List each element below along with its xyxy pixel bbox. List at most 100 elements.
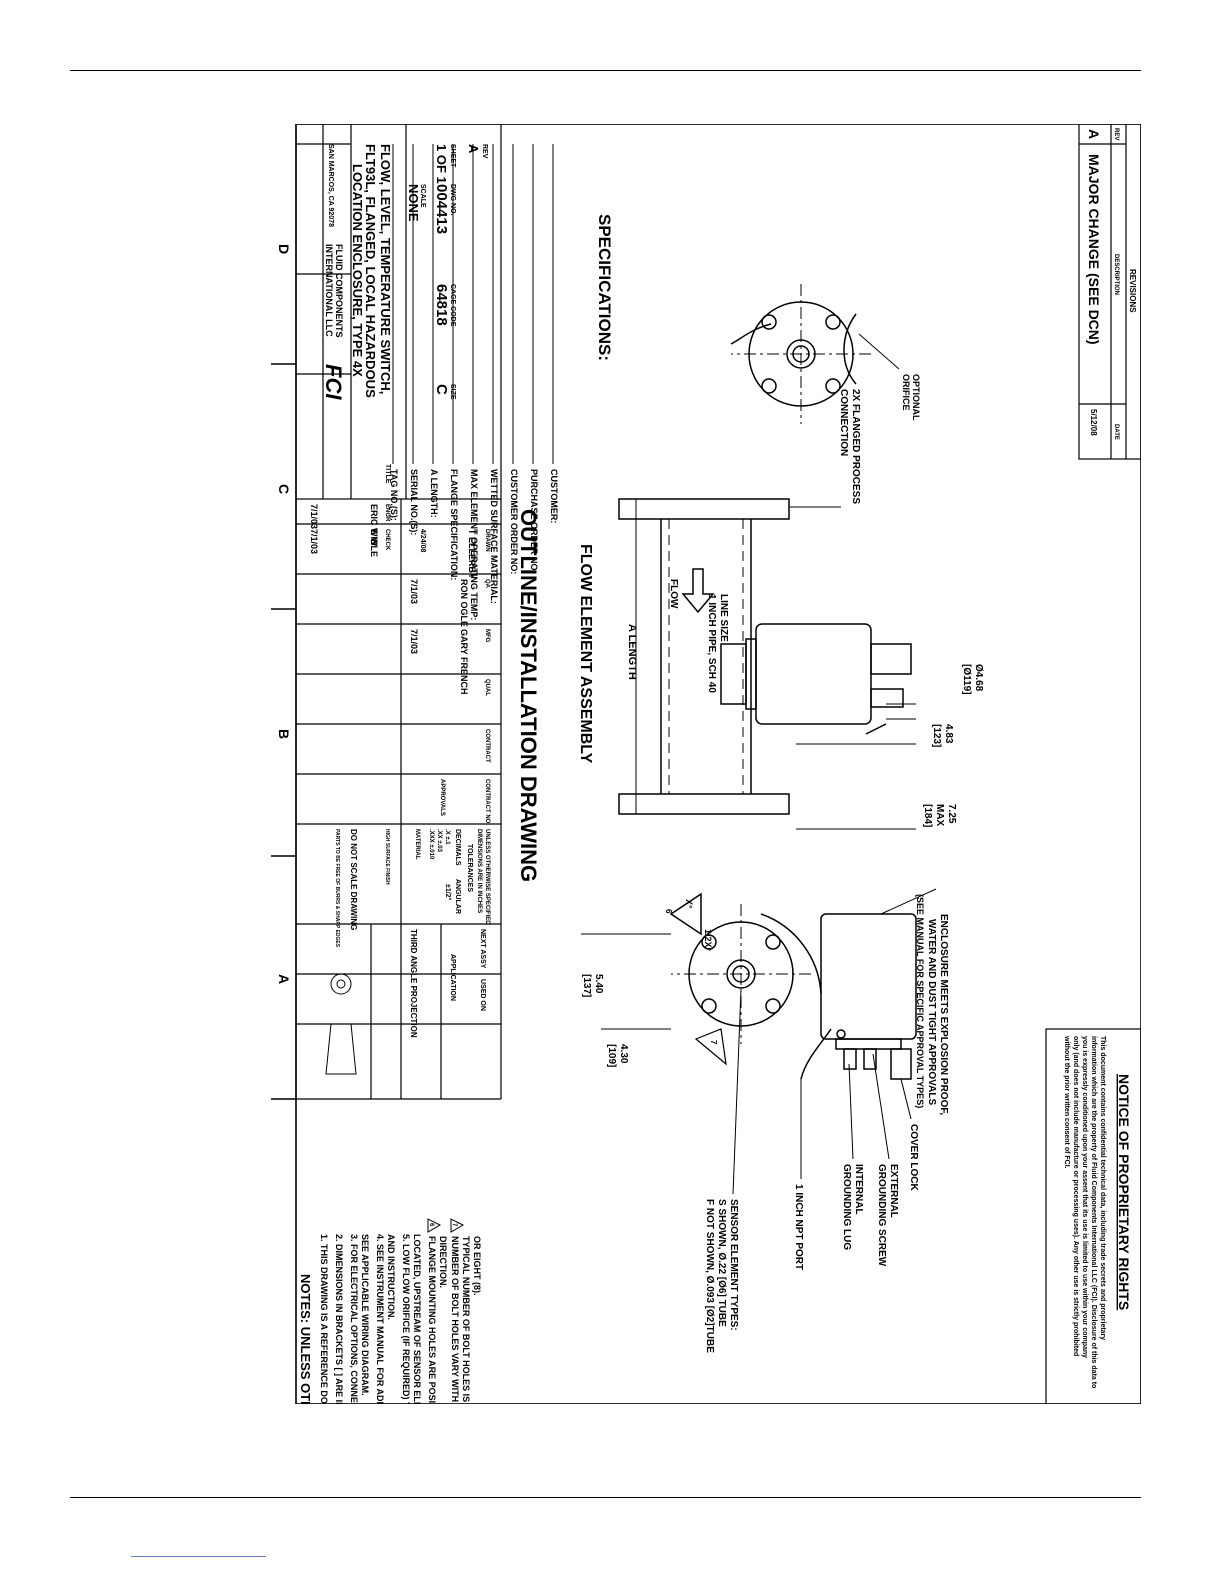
spec-max-temp: MAX ELEMENT OPERATING TEMP: (469, 469, 479, 620)
tb-material: MATERIAL (414, 829, 420, 860)
zone-letter-d-bottom: D (276, 244, 292, 254)
note-1: 1. THIS DRAWING IS A REFERENCE DOCUMENT … (319, 1234, 329, 1404)
optional-orifice-leader (858, 333, 900, 370)
line-size-2: 1 INCH PIPE, SCH 40 (706, 594, 717, 693)
tb-qa: QA (484, 579, 490, 589)
spec-customer-order: CUSTOMER ORDER NO: (509, 469, 519, 574)
zone-letter-b-bottom: B (276, 729, 292, 739)
dim-483-1: 4.83 (943, 724, 954, 744)
note-7c: OR EIGHT (8). (472, 1236, 482, 1296)
enclosure-label-2: WATER AND DUST TIGHT APPROVALS (926, 919, 937, 1105)
footer-link-underline (131, 1556, 266, 1557)
tb-city: SAN MARCOS, CA 92078 (327, 144, 334, 227)
dim-725-1: 7.25 (946, 804, 957, 824)
angle-half-label: 1/2X° (703, 929, 713, 952)
tb-check-date: 7/1/03 (309, 529, 319, 554)
tb-do-not-scale: DO NOT SCALE DRAWING (349, 829, 358, 930)
tb-tolerance-3: TOLERANCES (466, 844, 473, 892)
flange-end-view-top (730, 284, 871, 424)
tb-tolerance-1: UNLESS OTHERWISE SPECIFIED (484, 829, 490, 925)
drawing-svg: D C B A D C B A REVISIONS REV DESCRIPTIO… (271, 124, 1141, 1404)
tb-ron: RON OGLE (459, 579, 469, 627)
tri-6-label: 6 (664, 909, 673, 914)
dim-725-3: [184] (922, 804, 933, 827)
tb-gary-date: 7/1/03 (409, 629, 419, 654)
tb-title-2: FLT93L, FLANGED, LOCAL HAZARDOUS (363, 144, 378, 398)
tb-check-name: E W (369, 529, 379, 547)
sensor-label-1: SENSOR ELEMENT TYPES: (728, 1199, 739, 1331)
notice-line-3: you is expressly conditioned upon your a… (1081, 1036, 1088, 1358)
tb-finish: HIGH SURFACE FINISH (384, 829, 390, 885)
title-block (295, 124, 502, 1100)
tb-size-label: SIZE (449, 384, 456, 400)
revision-date: 5/12/08 (1089, 409, 1098, 436)
note-4a: 4. SEE INSTRUMENT MANUAL FOR ADDITIONAL … (375, 1234, 385, 1404)
tb-title-1: FLOW, LEVEL, TEMPERATURE SWITCH, (378, 144, 393, 394)
tb-sheet: 1 OF 1 (434, 144, 449, 184)
enclosure-label-3: (SEE MANUAL FOR SPECIFIC APPROVAL TYPES) (915, 894, 925, 1108)
spec-wetted-material: WETTED SURFACE MATERIAL: (489, 469, 499, 604)
spec-purchase-order: PURCHASE ORDER NO: (529, 469, 539, 574)
flow-element-assembly (618, 498, 912, 815)
notice-line-1: This document contains confidential tech… (1099, 1036, 1106, 1340)
tb-rev: A (466, 144, 481, 154)
note-2: 2. DIMENSIONS IN BRACKETS [ ] ARE IN MIL… (334, 1234, 344, 1404)
dimension-lines (635, 499, 916, 830)
optional-orifice-label-2: ORIFICE (901, 374, 911, 411)
ext-ground-label-1: EXTERNAL (888, 1164, 899, 1218)
line-size-1: LINE SIZE (718, 594, 729, 642)
tb-burrs: PARTS TO BE FREE OF BURRS & SHARP EDGES (334, 829, 340, 948)
assembly-title: FLOW ELEMENT ASSEMBLY (577, 544, 594, 764)
tb-scale: NONE (406, 184, 421, 222)
tb-approvals: APPROVALS (439, 779, 445, 816)
note-6a: FLANGE MOUNTING HOLES ARE POSITIONED TO … (427, 1236, 437, 1404)
tb-title-label: TITLE (384, 464, 391, 484)
tb-decimal-3: .XXX ±.010 (428, 829, 434, 860)
tb-engr-date: 7/1/03 (309, 504, 319, 529)
tb-qual: QUAL (484, 679, 490, 696)
tb-scale-label: SCALE (419, 184, 426, 208)
zone-markers (271, 363, 296, 1100)
tri-7-label: 7 (709, 1040, 718, 1045)
tb-sheet-label: SHEET (449, 144, 456, 168)
bottom-rule (70, 1497, 1141, 1498)
spec-a-length: A LENGTH: (429, 469, 439, 518)
dim-540-1: 5.40 (593, 974, 604, 994)
spec-serial: SERIAL NO.(S): (409, 469, 419, 535)
projection-symbol-cone (325, 1023, 357, 1075)
tb-decimals-label: DECIMALS (454, 829, 461, 866)
notice-block: NOTICE OF PROPRIETARY RIGHTS This docume… (1045, 1028, 1141, 1404)
tb-next-assy: NEXT ASSY (479, 929, 486, 969)
flow-label: FLOW (668, 579, 679, 609)
tb-application: APPLICATION (449, 954, 456, 1001)
tb-drawn-date: 4/24/08 (419, 529, 426, 552)
notice-line-4: only (and does not include manufacture o… (1072, 1036, 1079, 1356)
ext-ground-label-2: GROUNDING SCREW (876, 1164, 887, 1267)
tb-engr: ENGR (384, 504, 390, 522)
optional-orifice-label-1: OPTIONAL (911, 374, 921, 421)
tb-decimal-2: .XX ±.03 (436, 829, 442, 853)
flow-arrow (681, 568, 715, 614)
angle-x-label: X° (684, 899, 694, 909)
tb-dwg: 004413 (433, 184, 450, 234)
dim-dia-2: [Ø119] (961, 664, 972, 695)
spec-customer: CUSTOMER: (549, 469, 559, 523)
dim-dia-1: Ø4.68 (973, 664, 984, 692)
side-view-leaders (581, 888, 937, 1195)
specifications-block: SPECIFICATIONS: CUSTOMER: PURCHASE ORDER… (389, 144, 614, 620)
dim-540-2: [137] (581, 974, 592, 997)
dim-483-2: [123] (931, 724, 942, 747)
note-7a: NUMBER OF BOLT HOLES VARY WITH FLANGE SI… (450, 1236, 460, 1404)
cover-lock-label: COVER LOCK (908, 1124, 919, 1191)
tb-gary: GARY FRENCH (459, 629, 469, 695)
tb-size: C (433, 384, 450, 395)
spec-flange: FLANGE SPECIFICATION: (449, 469, 459, 580)
outline-title: OUTLINE/INSTALLATION DRAWING (516, 509, 541, 882)
notice-line-2: information which are the property of Fl… (1090, 1036, 1097, 1388)
projection-symbol-circle (330, 973, 352, 995)
revision-letter: A (1086, 129, 1102, 139)
note-5a: 5. LOW FLOW ORIFICE (IF REQUIRED) TO BE … (401, 1234, 411, 1404)
note-7-number: 7 (451, 1223, 457, 1227)
sensor-label-3: F NOT SHOWN, Ø.093 [Ø2]TUBE (704, 1199, 715, 1353)
fci-logo: FCI (321, 364, 346, 400)
